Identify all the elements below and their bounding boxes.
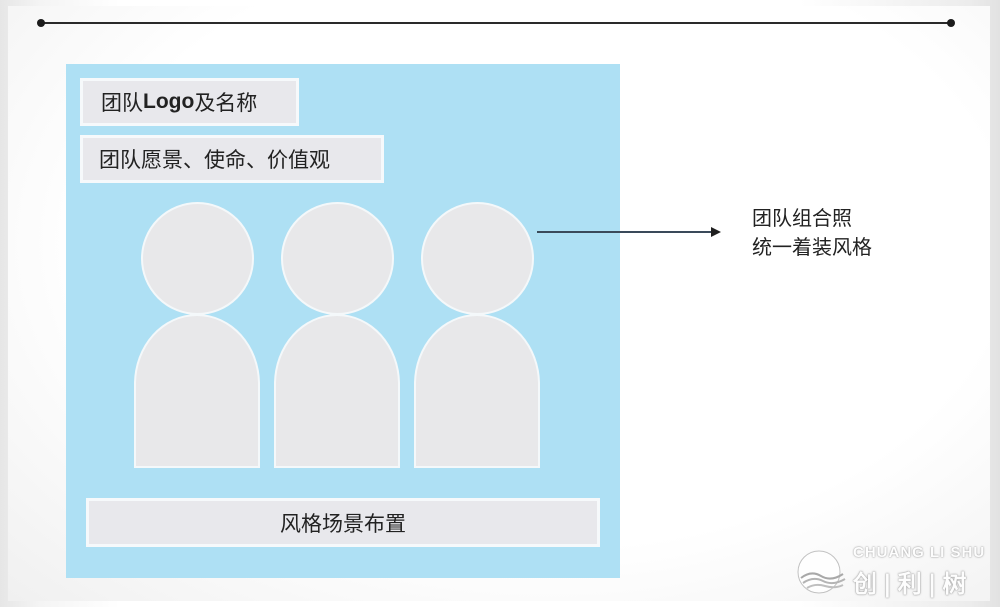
line-end-dot [947,19,955,27]
watermark: CHUANG LI SHU 创|利|树 [795,540,995,602]
person-2-head-icon [281,202,394,315]
watermark-chinese: 创|利|树 [853,570,973,598]
callout-line-2: 统一着装风格 [752,235,872,259]
callout-text: 团队组合照 统一着装风格 [752,204,872,262]
person-1-head-icon [141,202,254,315]
team-logo-latin: Logo [143,90,195,113]
team-vision-label: 团队愿景、使命、价值观 [99,148,330,172]
person-1-body-icon [134,314,260,468]
scene-layout-box: 风格场景布置 [86,498,600,547]
person-2-body-icon [274,314,400,468]
person-3-head-icon [421,202,534,315]
team-logo-suffix: 及名称 [194,91,258,115]
person-3-body-icon [414,314,540,468]
wave-logo-icon [797,550,846,594]
team-logo-prefix: 团队 [101,91,143,115]
team-logo-name-box: 团队 Logo 及名称 [80,78,299,126]
header-divider-line [40,22,951,24]
line-start-dot [37,19,45,27]
scene-layout-label: 风格场景布置 [280,511,406,536]
callout-line-1: 团队组合照 [752,206,852,230]
arrow-right-icon [711,227,721,237]
callout-arrow-line [537,231,713,233]
team-vision-box: 团队愿景、使命、价值观 [80,135,384,183]
watermark-english: CHUANG LI SHU [853,544,986,561]
